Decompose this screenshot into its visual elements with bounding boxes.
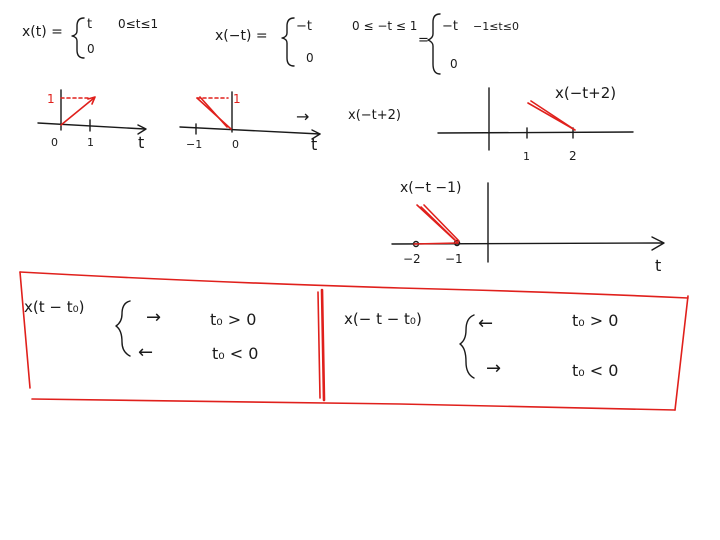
graph3-tick-label-1: 1 bbox=[523, 150, 530, 163]
definition-lhs: x(t) = bbox=[22, 24, 63, 40]
graph4-axis-arrowhead bbox=[651, 236, 665, 251]
reflection-rewritten-top-condition: −1≤t≤0 bbox=[473, 20, 519, 33]
right-row1-condition: t₀ > 0 bbox=[572, 311, 618, 330]
graph2-tick-label-neg1: −1 bbox=[186, 138, 202, 151]
reflection-top-value: −t bbox=[296, 19, 312, 34]
graph4-ramp-retrace-1 bbox=[420, 206, 456, 241]
left-row2-arrow: ← bbox=[138, 342, 153, 363]
graph4-ramp-retrace-2 bbox=[423, 204, 460, 242]
right-brace bbox=[459, 314, 475, 379]
graph1-axis-arrowhead bbox=[137, 124, 147, 135]
definition-top-value: t bbox=[87, 17, 92, 32]
reflection-equals: = bbox=[418, 33, 429, 48]
graph2-axis-arrowhead bbox=[311, 129, 321, 140]
graph1-ramp-arrowhead bbox=[87, 96, 96, 105]
reflection-top-condition: 0 ≤ −t ≤ 1 bbox=[352, 19, 417, 33]
reflection-brace bbox=[281, 17, 295, 67]
graph1-marker-1: 1 bbox=[47, 92, 55, 106]
graph1-tick-label-0: 0 bbox=[51, 136, 58, 149]
graph-x-of-neg-t-plus-2: x(−t+2) 1 2 bbox=[437, 84, 634, 163]
graph2-axis-label: t bbox=[311, 135, 317, 154]
reflection-rewritten-top-value: −t bbox=[442, 19, 458, 34]
summary-box-bottom bbox=[31, 398, 676, 411]
left-brace bbox=[115, 300, 131, 357]
graph2-tick-label-0: 0 bbox=[232, 138, 239, 151]
left-row1-condition: t₀ > 0 bbox=[210, 310, 256, 329]
right-row2-condition: t₀ < 0 bbox=[572, 361, 618, 380]
graph-x-of-neg-t-minus-1: x(−t −1) −2 −1 t bbox=[391, 180, 665, 275]
graph1-axis-label: t bbox=[138, 133, 144, 152]
definition-top-condition: 0≤t≤1 bbox=[118, 17, 158, 31]
right-row1-arrow: ← bbox=[478, 313, 493, 334]
graph3-t-axis bbox=[437, 131, 634, 134]
summary-box-right bbox=[674, 295, 689, 411]
definition-bottom-value: 0 bbox=[87, 42, 95, 56]
reflection-rewrite-brace bbox=[427, 13, 441, 75]
shift-arrow: → bbox=[296, 107, 309, 126]
shift-label: x(−t+2) bbox=[348, 108, 401, 123]
summary-box bbox=[19, 271, 689, 411]
definition-brace bbox=[71, 17, 85, 59]
graph1-ramp bbox=[60, 97, 95, 126]
graph3-title: x(−t+2) bbox=[555, 84, 616, 102]
summary-box-left bbox=[19, 271, 31, 389]
definition-x-of-t: x(t) = t 0≤t≤1 0 bbox=[22, 17, 158, 59]
left-row2-condition: t₀ < 0 bbox=[212, 344, 258, 363]
graph4-axis-label: t bbox=[655, 256, 661, 275]
graph4-zero-segment bbox=[413, 242, 459, 245]
graph1-tick-label-1: 1 bbox=[87, 136, 94, 149]
right-expr: x(− t − t₀) bbox=[344, 310, 422, 328]
summary-box-divider bbox=[320, 288, 326, 402]
graph-x-of-t: 1 0 1 t bbox=[37, 89, 147, 152]
left-row1-arrow: → bbox=[146, 307, 161, 328]
graph4-tick-label-neg1: −1 bbox=[445, 252, 463, 266]
graph1-t-axis bbox=[37, 122, 146, 130]
graph2-t-axis bbox=[179, 126, 321, 135]
summary-box-divider-edge bbox=[317, 291, 321, 399]
shift-note: → x(−t+2) bbox=[296, 107, 401, 126]
reflection-lhs: x(−t) = bbox=[215, 28, 268, 44]
left-expr: x(t − t₀) bbox=[24, 298, 84, 316]
graph-x-of-neg-t: 1 −1 0 t bbox=[179, 91, 321, 154]
summary-right-cell: x(− t − t₀) ← t₀ > 0 → t₀ < 0 bbox=[344, 310, 618, 380]
summary-box-top bbox=[19, 271, 689, 299]
graph2-marker-1: 1 bbox=[233, 92, 241, 106]
reflection-rewritten-bottom-value: 0 bbox=[450, 57, 458, 71]
graph4-tick-label-neg2: −2 bbox=[403, 252, 421, 266]
reflection-bottom-value: 0 bbox=[306, 51, 314, 65]
graph3-tick-label-2: 2 bbox=[569, 149, 577, 163]
graph4-title: x(−t −1) bbox=[400, 180, 462, 196]
graph2-ramp-retrace bbox=[199, 96, 228, 128]
right-row2-arrow: → bbox=[486, 358, 501, 379]
summary-left-cell: x(t − t₀) → t₀ > 0 ← t₀ < 0 bbox=[24, 298, 258, 363]
reflection-x-of-neg-t: x(−t) = −t 0 ≤ −t ≤ 1 0 = −t −1≤t≤0 0 bbox=[215, 13, 519, 75]
graph3-ramp-retrace bbox=[530, 100, 573, 129]
